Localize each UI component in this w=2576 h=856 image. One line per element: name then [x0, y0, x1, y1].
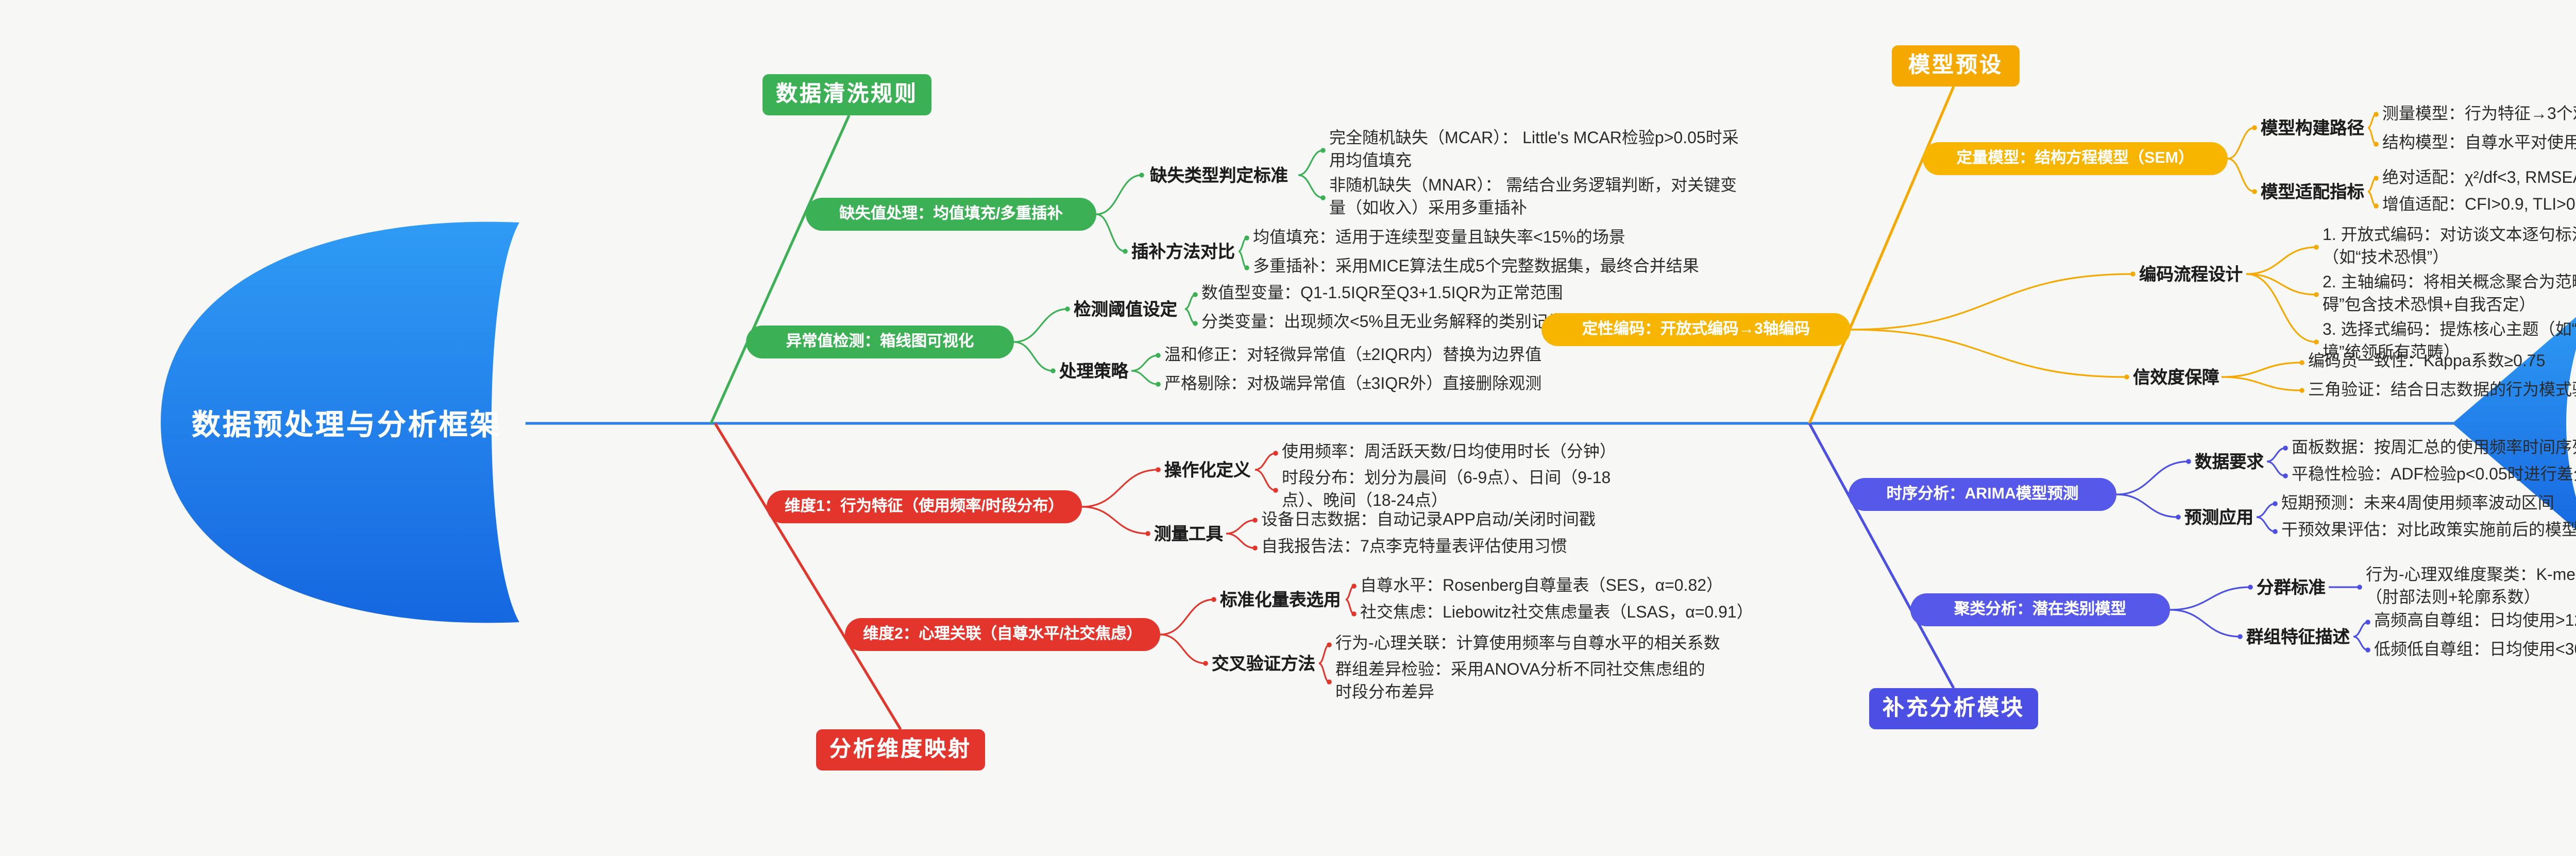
- group-label[interactable]: 模型构建路径: [2261, 117, 2364, 138]
- leaf-item[interactable]: 绝对适配：χ²/df<3, RMSEA<0.08: [2382, 167, 2576, 186]
- leaf-item[interactable]: 行为-心理关联：计算使用频率与自尊水平的相关系数: [1335, 634, 1720, 653]
- group-label[interactable]: 检测阈值设定: [1074, 299, 1177, 319]
- node-missing-values[interactable]: 缺失值处理：均值填充/多重插补: [806, 198, 1096, 231]
- leaf-item[interactable]: 温和修正：对轻微异常值（±2IQR内）替换为边界值: [1164, 344, 1542, 363]
- group-label[interactable]: 数据要求: [2195, 451, 2264, 472]
- group-label[interactable]: 信效度保障: [2133, 367, 2219, 387]
- leaf-item[interactable]: 短期预测：未来4周使用频率波动区间: [2281, 492, 2554, 511]
- root-node[interactable]: 数据预处理与分析框架: [192, 407, 501, 440]
- group-label[interactable]: 插补方法对比: [1131, 241, 1235, 262]
- group-label[interactable]: 操作化定义: [1164, 459, 1251, 480]
- group-label[interactable]: 处理策略: [1059, 361, 1128, 381]
- leaf-item[interactable]: 完全随机缺失（MCAR）： Little's MCAR检验p>0.05时采用均值…: [1329, 128, 1739, 169]
- leaf-item[interactable]: 低频低自尊组：日均使用<30分钟且SES得分<20: [2374, 639, 2576, 658]
- leaf-item[interactable]: 多重插补：采用MICE算法生成5个完整数据集，最终合并结果: [1253, 256, 1699, 276]
- branch-header-model-presets[interactable]: 模型预设: [1892, 45, 2020, 87]
- leaf-item[interactable]: 结构模型：自尊水平对使用频率的影响路径（β=0.34, p<0.01）: [2382, 133, 2576, 152]
- group-label[interactable]: 标准化量表选用: [1220, 589, 1341, 610]
- leaf-item[interactable]: 群组差异检验：采用ANOVA分析不同社交焦虑组的时段分布差异: [1335, 660, 1705, 700]
- fish-tail-shape: [2452, 317, 2576, 530]
- leaf-item[interactable]: 编码员一致性：Kappa系数≥0.75: [2308, 351, 2546, 370]
- group-label[interactable]: 群组特征描述: [2246, 626, 2350, 647]
- leaf-item[interactable]: 分类变量：出现频次<5%且无业务解释的类别记为异常: [1201, 312, 1598, 331]
- leaf-item[interactable]: 增值适配：CFI>0.9, TLI>0.9: [2382, 195, 2576, 214]
- leaf-item[interactable]: 社交焦虑：Liebowitz社交焦虑量表（LSAS，α=0.91）: [1360, 603, 1753, 622]
- leaf-item[interactable]: 2. 主轴编码：将相关概念聚合为范畴（如“心理障碍”包含技术恐惧+自我否定）: [2323, 272, 2576, 313]
- node-dimension2-psychology[interactable]: 维度2：心理关联（自尊水平/社交焦虑）: [845, 618, 1160, 651]
- leaf-item[interactable]: 设备日志数据：自动记录APP启动/关闭时间戳: [1261, 509, 1596, 528]
- group-label[interactable]: 测量工具: [1154, 523, 1223, 544]
- leaf-item[interactable]: 3. 选择式编码：提炼核心主题（如“数字沉迷困境”统领所有范畴）: [2323, 320, 2576, 361]
- leaf-item[interactable]: 平稳性检验：ADF检验p<0.05时进行差分处理: [2292, 465, 2576, 484]
- fish-head-shape: [161, 221, 519, 623]
- group-label[interactable]: 模型适配指标: [2261, 181, 2364, 202]
- node-outlier-detection[interactable]: 异常值检测：箱线图可视化: [746, 326, 1014, 358]
- leaf-item[interactable]: 均值填充：适用于连续型变量且缺失率<15%的场景: [1253, 227, 1625, 246]
- leaf-item[interactable]: 面板数据：按周汇总的使用频率时间序列: [2292, 437, 2576, 456]
- group-label[interactable]: 预测应用: [2184, 507, 2253, 527]
- leaf-item[interactable]: 自我报告法：7点李克特量表评估使用习惯: [1261, 537, 1567, 556]
- group-label[interactable]: 交叉验证方法: [1212, 653, 1315, 674]
- group-label[interactable]: 缺失类型判定标准: [1150, 165, 1288, 185]
- leaf-item[interactable]: 时段分布：划分为晨间（6-9点）、日间（9-18点）、晚间（18-24点）: [1282, 468, 1611, 509]
- branch-header-dimension-mapping[interactable]: 分析维度映射: [816, 729, 985, 771]
- leaf-item[interactable]: 使用频率：周活跃天数/日均使用时长（分钟）: [1282, 442, 1616, 461]
- group-label[interactable]: 分群标准: [2257, 577, 2326, 597]
- leaf-item[interactable]: 干预效果评估：对比政策实施前后的模型残差变化: [2281, 520, 2576, 539]
- branch-header-supplementary-analysis[interactable]: 补充分析模块: [1869, 688, 2038, 729]
- leaf-item[interactable]: 非随机缺失（MNAR）： 需结合业务逻辑判断，对关键变量（如收入）采用多重插补: [1329, 176, 1737, 216]
- leaf-item[interactable]: 严格剔除：对极端异常值（±3IQR外）直接删除观测: [1164, 373, 1542, 392]
- node-latent-class-clustering[interactable]: 聚类分析：潜在类别模型: [1910, 593, 2170, 626]
- group-label[interactable]: 编码流程设计: [2139, 264, 2243, 284]
- leaf-item[interactable]: 1. 开放式编码：对访谈文本逐句标注概念标签（如“技术恐惧”）: [2323, 225, 2576, 266]
- node-dimension1-behavior[interactable]: 维度1：行为特征（使用频率/时段分布）: [767, 490, 1082, 523]
- leaf-item[interactable]: 高频高自尊组：日均使用>120分钟且SES得分>30: [2374, 611, 2576, 630]
- leaf-item[interactable]: 测量模型：行为特征→3个观测指标、心理关联→2个潜变量: [2382, 103, 2576, 122]
- leaf-item[interactable]: 三角验证：结合日志数据的行为模式验证质性结论: [2308, 379, 2576, 398]
- leaf-item[interactable]: 行为-心理双维度聚类：K-means算法确定最优类数（肘部法则+轮廓系数）: [2366, 565, 2576, 606]
- branch-header-data-cleaning[interactable]: 数据清洗规则: [762, 74, 931, 115]
- node-qualitative-coding[interactable]: 定性编码：开放式编码→3轴编码: [1541, 313, 1851, 346]
- leaf-item[interactable]: 数值型变量：Q1-1.5IQR至Q3+1.5IQR为正常范围: [1201, 283, 1563, 302]
- node-arima-forecast[interactable]: 时序分析：ARIMA模型预测: [1849, 478, 2116, 511]
- node-sem-model[interactable]: 定量模型：结构方程模型（SEM）: [1923, 142, 2228, 175]
- leaf-item[interactable]: 自尊水平：Rosenberg自尊量表（SES，α=0.82）: [1360, 575, 1723, 594]
